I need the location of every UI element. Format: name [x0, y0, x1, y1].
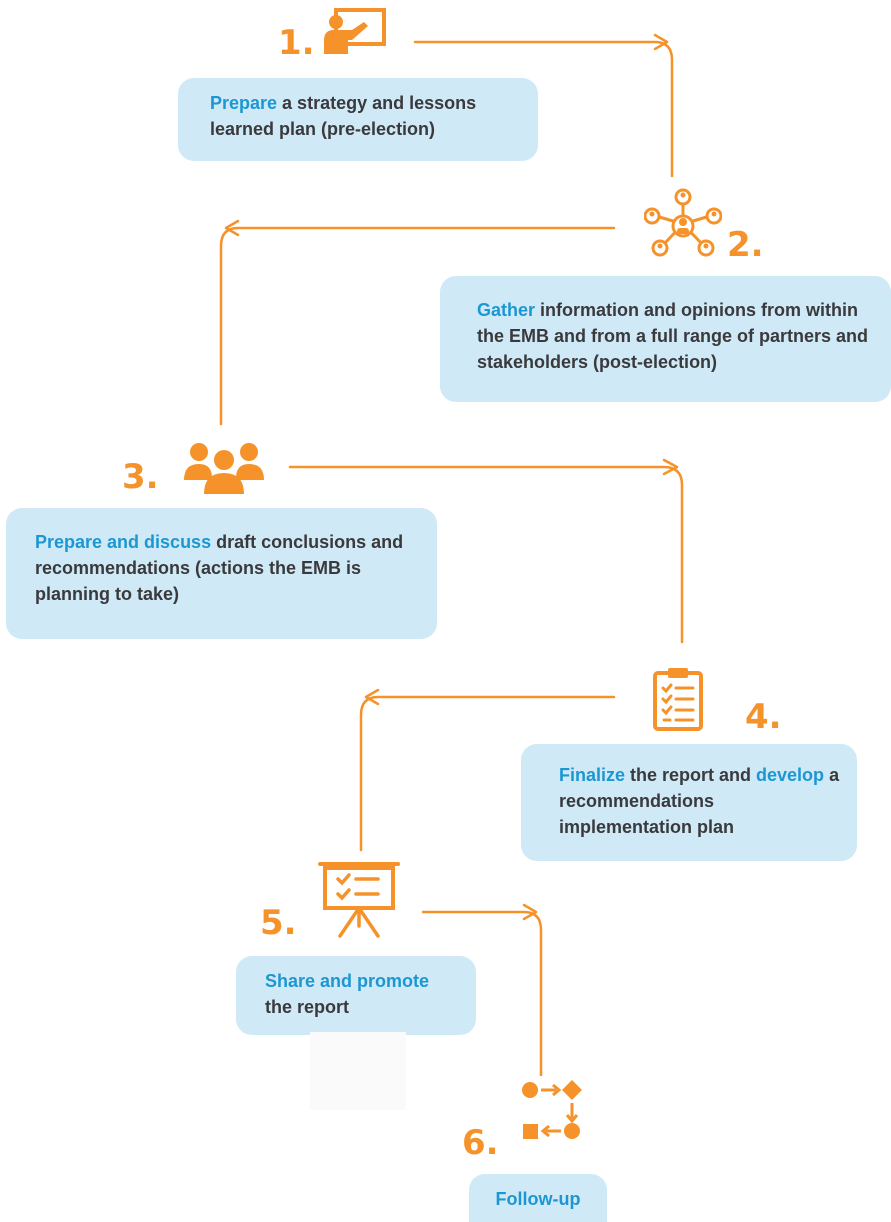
step-3-box: Prepare and discuss draft conclusions an…: [6, 508, 437, 639]
group-people-icon: [182, 440, 266, 494]
step-6-highlight: Follow-up: [495, 1189, 581, 1209]
step-4-highlight-finalize: Finalize: [559, 765, 626, 785]
step-5-text: the report: [265, 997, 350, 1017]
arrow-4-to-5: [359, 695, 616, 852]
process-flow-icon: [520, 1078, 584, 1144]
step-4-number: 4.: [745, 697, 782, 737]
arrow-1-to-2: [413, 40, 674, 178]
step-3-highlight: Prepare and discuss: [35, 532, 212, 552]
step-6-number: 6.: [462, 1123, 499, 1163]
arrowhead-3-to-4: [662, 458, 679, 476]
clipboard-checklist-icon: [652, 667, 704, 731]
step-1-number: 1.: [278, 23, 315, 63]
step-5-box: Share and promote the report: [236, 956, 476, 1035]
step-4-highlight-develop: develop: [756, 765, 825, 785]
step-1-highlight: Prepare: [210, 93, 278, 113]
arrowhead-1-to-2: [653, 33, 669, 51]
step-4-box: Finalize the report and develop a recomm…: [521, 744, 857, 861]
step-2-number: 2.: [727, 225, 764, 265]
step-1-box: Prepare a strategy and lessons learned p…: [178, 78, 538, 161]
presentation-board-icon: [318, 860, 400, 940]
step-2-highlight: Gather: [477, 300, 536, 320]
step-2-box: Gather information and opinions from wit…: [440, 276, 891, 402]
step-3-text: draft conclusions and recommendations (a…: [35, 532, 404, 604]
step-4-text-b: a recommendations implementation plan: [559, 765, 840, 837]
arrowhead-5-to-6: [522, 903, 538, 921]
teacher-presentation-icon: [322, 8, 388, 56]
arrow-3-to-4: [288, 465, 684, 644]
background-block: [310, 1032, 406, 1110]
network-people-icon: [644, 188, 722, 260]
step-5-highlight: Share and promote: [265, 971, 430, 991]
arrow-5-to-6: [421, 910, 543, 1077]
arrow-2-to-3: [219, 226, 616, 426]
step-3-number: 3.: [122, 457, 159, 497]
step-5-number: 5.: [260, 903, 297, 943]
step-6-box: Follow-up: [469, 1174, 607, 1222]
step-4-text-a: the report and: [625, 765, 757, 785]
arrowhead-2-to-3: [224, 219, 240, 237]
arrowhead-4-to-5: [364, 688, 380, 706]
step-1-text: a strategy and lessons learned plan (pre…: [210, 93, 477, 139]
step-2-text: information and opinions from within the…: [477, 300, 869, 372]
